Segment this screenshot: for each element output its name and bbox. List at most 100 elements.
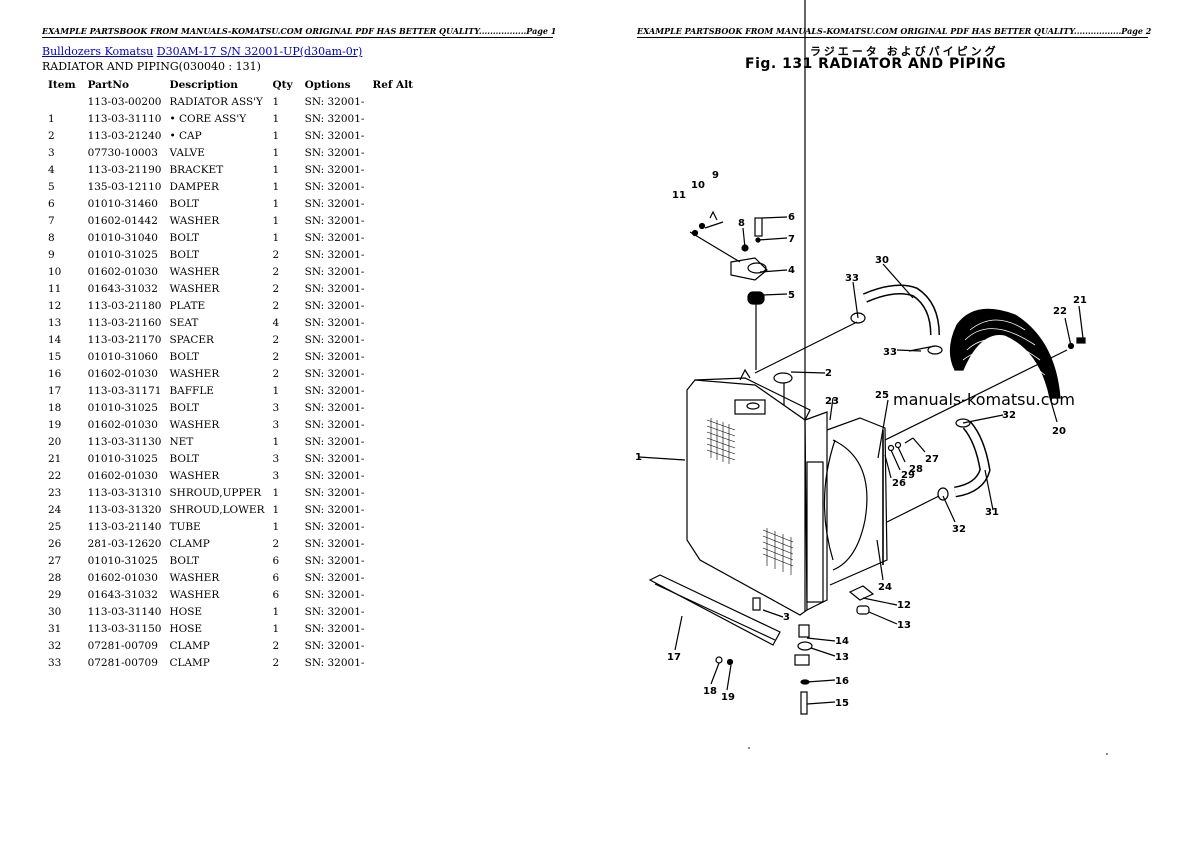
svg-text:2: 2 [825,368,832,379]
damper-icon [747,291,765,305]
cell-qty: 2 [272,537,280,550]
cell-options: SN: 32001- [304,316,365,329]
svg-text:8: 8 [738,218,745,229]
cell-item: 22 [48,469,62,482]
cell-options: SN: 32001- [304,350,365,363]
svg-text:30: 30 [875,255,889,266]
cell-item: 12 [48,299,62,312]
cell-partno: 135-03-12110 [87,180,162,193]
cell-partno: 113-03-21190 [87,163,162,176]
cell-item: 6 [48,197,55,210]
svg-text:10: 10 [691,180,705,191]
cell-partno: 01643-31032 [87,282,158,295]
cell-partno: 01602-01030 [87,418,158,431]
col-refalt: Ref Alt [372,78,414,91]
cell-qty: 1 [272,622,280,635]
cell-partno: 07281-00709 [87,639,158,652]
radiator-core-icon [686,379,808,616]
cell-description: NET [169,435,194,448]
cell-options: SN: 32001- [304,605,365,618]
cell-options: SN: 32001- [304,469,365,482]
cell-partno: 113-03-31320 [87,503,162,516]
cell-description: CLAMP [169,537,210,550]
cell-qty: 2 [272,656,280,669]
seat-icon [797,641,813,651]
cell-partno: 01010-31025 [87,554,158,567]
svg-text:19: 19 [721,692,735,703]
cell-description: CLAMP [169,656,210,669]
svg-text:11: 11 [672,190,686,201]
cell-description: DAMPER [169,180,219,193]
cell-options: SN: 32001- [304,435,365,448]
cell-partno: 01010-31025 [87,452,158,465]
cell-qty: 1 [272,180,280,193]
cell-refalt [366,127,419,144]
svg-text:28: 28 [909,464,923,475]
cell-partno: 01602-01030 [87,367,158,380]
svg-text:22: 22 [1053,306,1067,317]
cell-description: BOLT [169,452,200,465]
cell-options: SN: 32001- [304,622,365,635]
cell-description: SPACER [169,333,214,346]
cell-item: 25 [48,520,62,533]
cell-partno: 01010-31025 [87,401,158,414]
cell-qty: 2 [272,265,280,278]
figure-title: Fig. 131 RADIATOR AND PIPING [745,56,1007,72]
cell-qty: 2 [272,333,280,346]
cell-item: 31 [48,622,62,635]
cell-partno: 113-03-31150 [87,622,162,635]
cell-refalt [366,552,419,569]
cell-qty: 1 [272,486,280,499]
cell-options: SN: 32001- [304,95,365,108]
cell-refalt [366,586,419,603]
cell-qty: 6 [272,571,280,584]
cell-options: SN: 32001- [304,537,365,550]
svg-text:5: 5 [788,290,795,301]
svg-text:17: 17 [667,652,681,663]
page-header: EXAMPLE PARTSBOOK FROM MANUALS-KOMATSU.C… [637,26,1152,38]
breadcrumb-link-bulldozers[interactable]: Bulldozers Komatsu [42,45,154,58]
cell-refalt [366,144,419,161]
cell-item: 11 [48,282,62,295]
svg-text:31: 31 [985,507,999,518]
bracket-icon [730,257,768,281]
cell-item: 24 [48,503,62,516]
cell-item: 20 [48,435,62,448]
cell-options: SN: 32001- [304,214,365,227]
cell-options: SN: 32001- [304,418,365,431]
cell-options: SN: 32001- [304,265,365,278]
cell-description: WASHER [169,214,220,227]
cell-partno: 113-03-21160 [87,316,162,329]
cell-options: SN: 32001- [304,163,365,176]
cell-description: • CAP [169,129,202,142]
cell-description: WASHER [169,282,220,295]
cell-refalt [366,382,419,399]
cell-qty: 2 [272,639,280,652]
cell-qty: 4 [272,316,280,329]
svg-text:33: 33 [883,347,897,358]
col-partno: PartNo [87,78,129,91]
cell-refalt [366,654,419,671]
page-2: EXAMPLE PARTSBOOK FROM MANUALS-KOMATSU.C… [595,0,1190,842]
cell-partno: 113-03-31171 [87,384,162,397]
cell-partno: 01010-31460 [87,197,158,210]
cell-options: SN: 32001- [304,503,365,516]
section-title: RADIATOR AND PIPING(030040 : 131) [42,60,261,73]
cell-item: 10 [48,265,62,278]
breadcrumb-link-model[interactable]: D30AM-17 S/N 32001-UP(d30am-0r) [156,45,363,58]
svg-text:9: 9 [712,170,719,181]
svg-text:13: 13 [835,652,849,663]
cell-partno: 01602-01030 [87,469,158,482]
cell-item: 23 [48,486,62,499]
svg-text:32: 32 [952,524,966,535]
